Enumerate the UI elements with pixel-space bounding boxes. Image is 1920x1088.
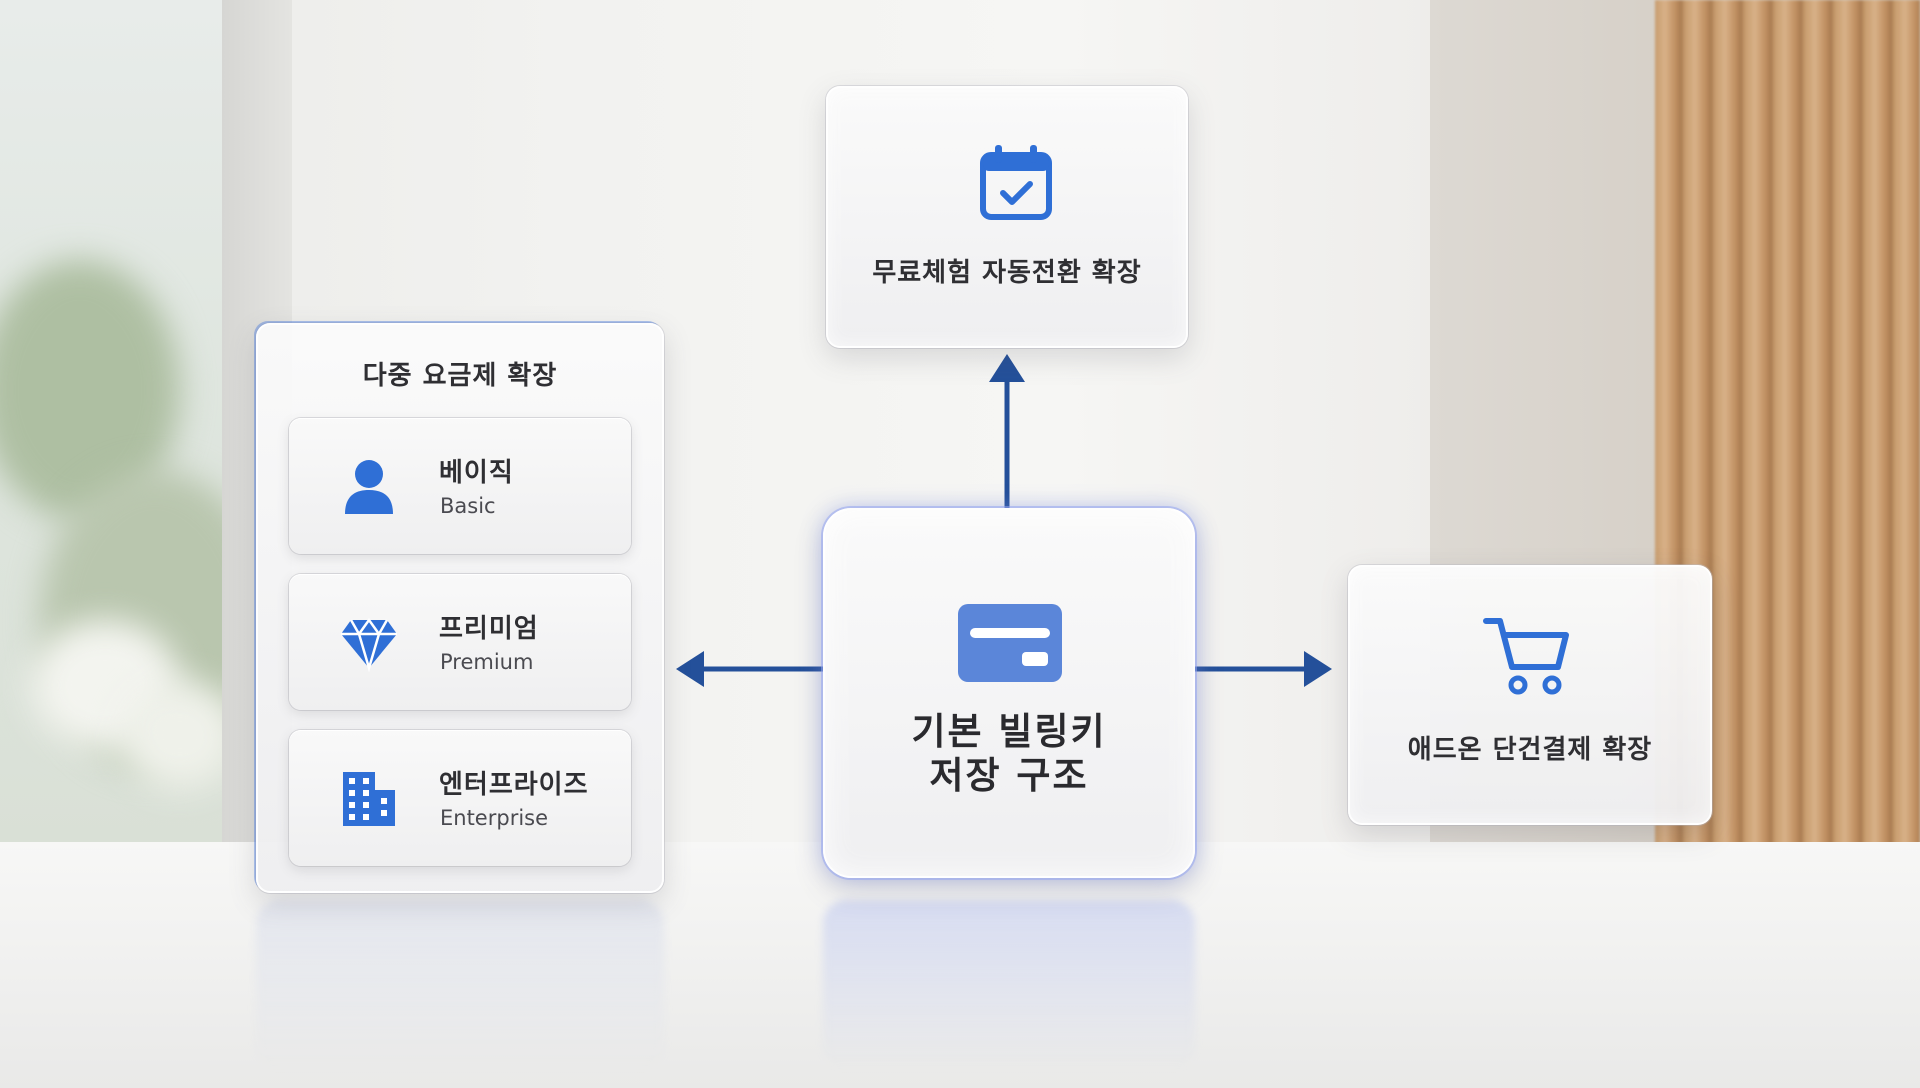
- plan-basic: 베이직 Basic: [289, 418, 631, 554]
- core-title-line-2: 저장 구조: [929, 754, 1089, 797]
- core-title-line-1: 기본 빌링키: [911, 710, 1107, 753]
- plan-name: 프리미엄: [439, 614, 539, 644]
- building-icon: [343, 772, 395, 826]
- plan-enterprise: 엔터프라이즈 Enterprise: [289, 730, 631, 866]
- multi-plan-card: 다중 요금제 확장 베이직 Basic 프리미엄 Premium: [256, 323, 664, 893]
- floor-reflection: [823, 900, 1195, 1070]
- plan-subtitle: Premium: [440, 650, 534, 674]
- background-foliage: [120, 680, 240, 790]
- user-icon: [345, 460, 393, 514]
- plan-subtitle: Basic: [440, 494, 496, 518]
- addon-card: 애드온 단건결제 확장: [1348, 565, 1712, 825]
- credit-card-icon: [958, 604, 1062, 682]
- floor-reflection: [256, 900, 664, 1070]
- shopping-cart-icon: [1483, 618, 1569, 695]
- free-trial-card: 무료체험 자동전환 확장: [826, 86, 1188, 348]
- core-title: 기본 빌링키 저장 구조: [825, 710, 1193, 798]
- plan-subtitle: Enterprise: [440, 806, 549, 830]
- addon-label: 애드온 단건결제 확장: [1407, 735, 1653, 765]
- plan-name: 엔터프라이즈: [439, 770, 589, 800]
- billing-key-core-card: 기본 빌링키 저장 구조: [823, 508, 1195, 878]
- calendar-check-icon: [980, 145, 1052, 220]
- plan-premium: 프리미엄 Premium: [289, 574, 631, 710]
- plan-name: 베이직: [439, 458, 514, 488]
- diamond-icon: [341, 617, 397, 672]
- free-trial-label: 무료체험 자동전환 확장: [872, 258, 1142, 288]
- multi-plan-title: 다중 요금제 확장: [362, 361, 558, 391]
